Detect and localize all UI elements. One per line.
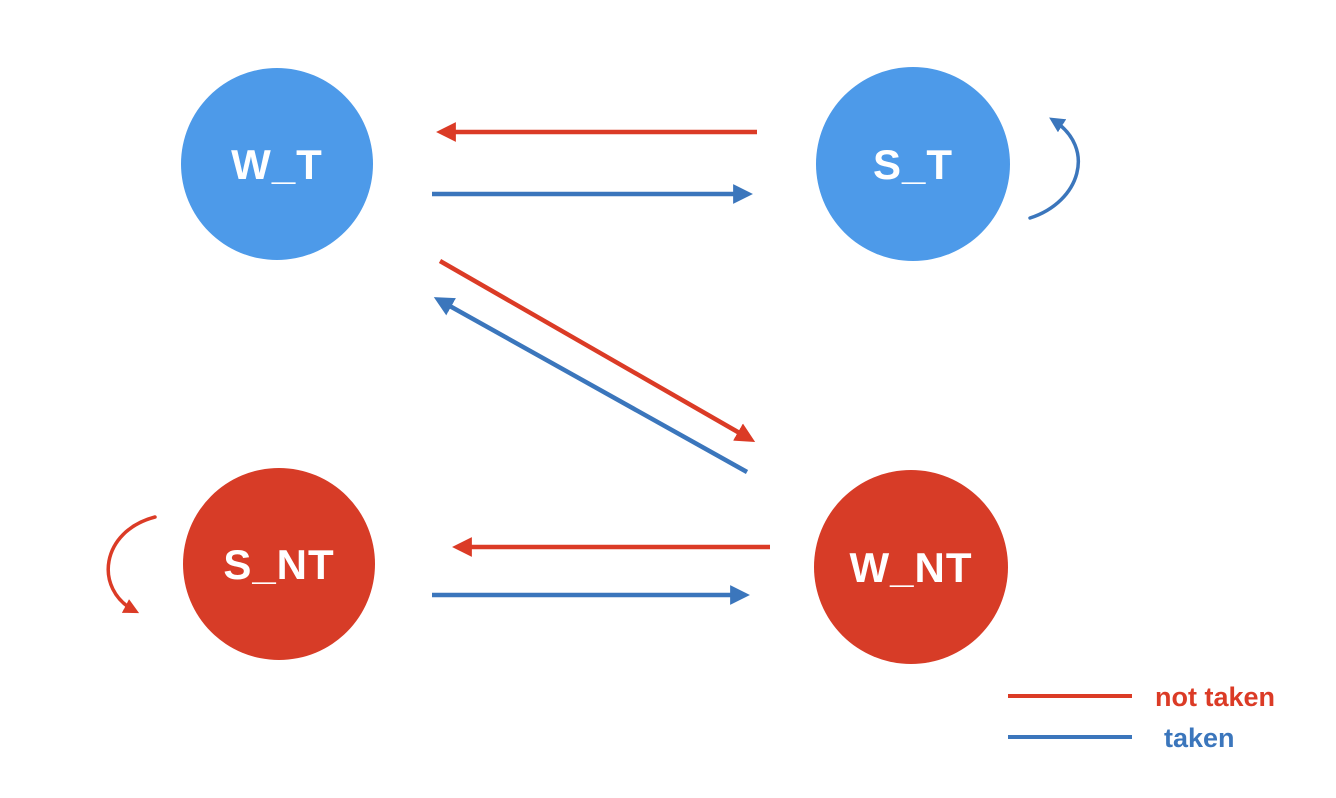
edge-st-self-loop-taken — [1028, 117, 1081, 220]
legend: not taken taken — [1008, 682, 1275, 753]
node-st-label: S_T — [873, 141, 953, 188]
edge-wnt-to-wt-taken — [433, 297, 749, 474]
node-wnt-circle — [814, 470, 1008, 664]
node-snt-label: S_NT — [223, 541, 334, 588]
node-wnt-label: W_NT — [850, 544, 973, 591]
edge-snt-self-loop-not-taken — [106, 515, 157, 614]
legend-label-taken: taken — [1164, 723, 1235, 753]
node-wt-label: W_T — [231, 141, 323, 188]
node-snt-circle — [183, 468, 375, 660]
edge-wt-to-wnt-not-taken — [438, 259, 756, 442]
node-wt-circle — [181, 68, 373, 260]
node-st-circle — [816, 67, 1010, 261]
legend-label-not-taken: not taken — [1155, 682, 1275, 712]
